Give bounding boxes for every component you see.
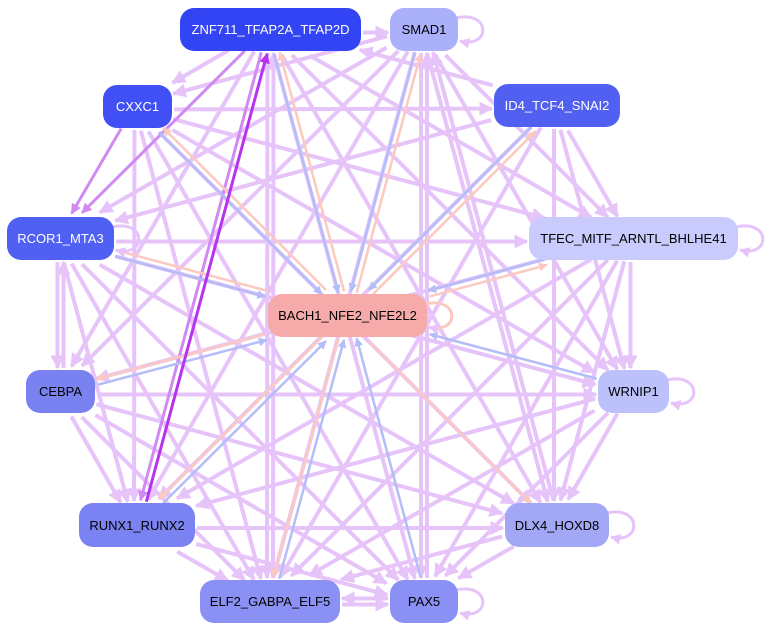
node-smad1[interactable]: SMAD1 <box>390 8 458 51</box>
node-label: RCOR1_MTA3 <box>17 231 104 246</box>
node-rcor1-mta3[interactable]: RCOR1_MTA3 <box>7 217 114 260</box>
node-label: TFEC_MITF_ARNTL_BHLHE41 <box>540 231 727 246</box>
edge-light <box>307 408 596 578</box>
edge-light <box>98 262 516 506</box>
node-label: ELF2_GABPA_ELF5 <box>209 594 331 609</box>
edge-blue <box>278 338 347 580</box>
node-label: ZNF711_TFAP2A_TFAP2D <box>191 22 350 37</box>
node-label: PAX5 <box>407 594 441 609</box>
edge-blue <box>348 51 417 293</box>
edge-peach <box>162 126 327 291</box>
edge-strong <box>144 52 270 503</box>
edge-light <box>443 411 610 578</box>
edge-light <box>339 534 503 583</box>
node-label: CXXC1 <box>115 99 160 114</box>
node-znf711-tfap2a-tfap2d[interactable]: ZNF711_TFAP2A_TFAP2D <box>180 8 361 51</box>
edge-light <box>279 126 543 578</box>
node-bach1-nfe2-nfe2l2[interactable]: BACH1_NFE2_NFE2L2 <box>268 294 427 337</box>
node-cxxc1[interactable]: CXXC1 <box>103 85 172 128</box>
edge-light <box>176 549 229 583</box>
edge-light <box>146 50 410 501</box>
edge-light <box>175 257 593 501</box>
edge-light <box>94 413 388 586</box>
node-label: SMAD1 <box>401 22 447 37</box>
node-label: BACH1_NFE2_NFE2L2 <box>278 308 417 323</box>
self-loop-edge <box>735 224 765 258</box>
edge-blue <box>428 332 598 380</box>
edge-blue <box>354 337 422 578</box>
self-loop-edge <box>455 15 485 49</box>
edge-blue <box>158 131 323 296</box>
node-id4-tcf4-snai2[interactable]: ID4_TCF4_SNAI2 <box>494 84 620 127</box>
node-label: ID4_TCF4_SNAI2 <box>504 98 610 113</box>
edge-blue <box>367 125 533 291</box>
self-loop-edge <box>424 301 454 335</box>
self-loop-edge <box>606 510 636 545</box>
node-wrnip1[interactable]: WRNIP1 <box>598 370 669 413</box>
node-dlx4-hoxd8[interactable]: DLX4_HOXD8 <box>505 503 609 547</box>
edge-light <box>172 117 546 222</box>
node-runx1-runx2[interactable]: RUNX1_RUNX2 <box>79 503 195 547</box>
edge-peach <box>158 335 323 500</box>
edge-peach <box>95 332 266 382</box>
edge-light <box>171 48 230 85</box>
edge-peach <box>115 248 268 292</box>
edge-light <box>279 53 543 504</box>
edge-light <box>195 541 389 599</box>
edge-peach <box>271 337 340 579</box>
node-pax5[interactable]: PAX5 <box>390 580 458 623</box>
edge-peach <box>277 51 346 292</box>
edge-medium <box>70 127 123 215</box>
node-label: WRNIP1 <box>608 384 659 399</box>
edge-blue <box>97 337 268 386</box>
edge-light <box>425 53 552 504</box>
edge-peach <box>372 130 537 296</box>
edge-blue <box>162 340 327 505</box>
edge-peach <box>429 262 548 298</box>
edge-light <box>457 544 515 580</box>
edge-light <box>289 258 610 578</box>
edge-light <box>566 129 620 218</box>
edge-medium <box>137 51 263 502</box>
edge-peach <box>355 52 423 294</box>
node-cebpa[interactable]: CEBPA <box>26 370 95 413</box>
edge-light <box>556 260 627 502</box>
edge-light <box>444 53 610 219</box>
edge-light <box>429 50 556 501</box>
node-label: RUNX1_RUNX2 <box>89 517 185 533</box>
node-tfec-mitf-arntl-bhlhe41[interactable]: TFEC_MITF_ARNTL_BHLHE41 <box>529 217 738 260</box>
edge-light <box>69 415 123 504</box>
node-label: DLX4_HOXD8 <box>514 517 600 533</box>
edge-blue <box>114 255 267 299</box>
edge-light <box>566 412 620 501</box>
self-loop-edge <box>111 224 141 258</box>
edge-light <box>98 45 388 215</box>
edge-blue <box>427 257 546 293</box>
edge-blue <box>272 53 341 294</box>
self-loop-edge <box>666 377 696 411</box>
edge-light <box>138 130 265 581</box>
node-label: CEBPA <box>38 384 83 399</box>
edge-light <box>171 128 596 375</box>
edge-light <box>174 101 494 116</box>
node-elf2-gabpa-elf5[interactable]: ELF2_GABPA_ELF5 <box>200 580 340 623</box>
edge-light <box>194 396 596 510</box>
self-loop-edge <box>455 587 485 621</box>
edge-peach <box>367 340 532 505</box>
edge-light <box>95 402 504 517</box>
